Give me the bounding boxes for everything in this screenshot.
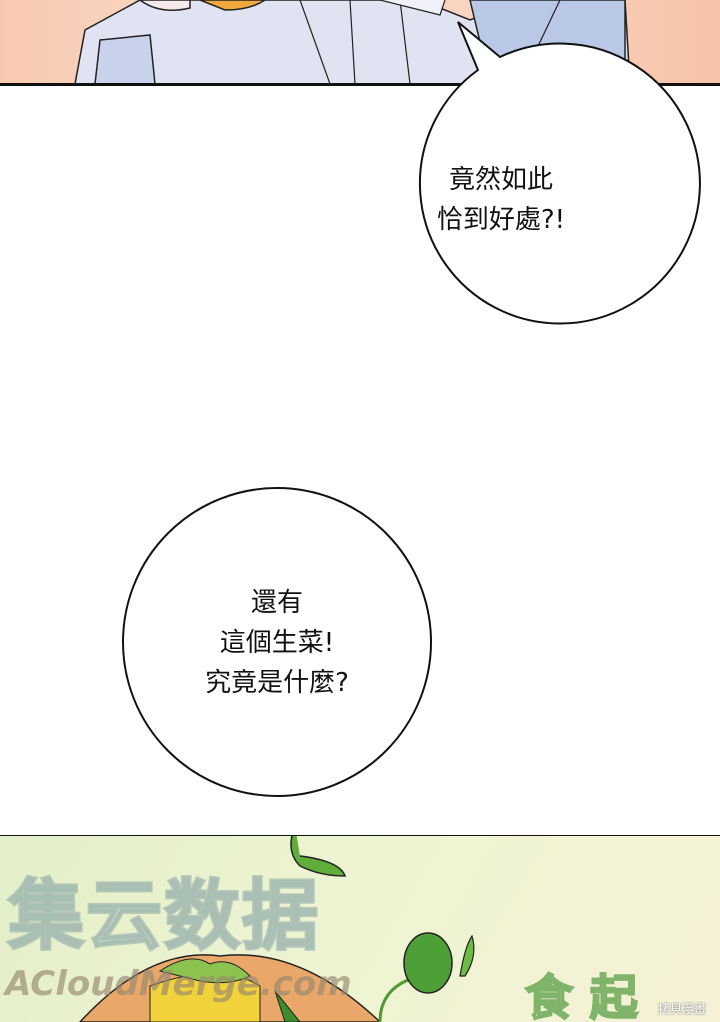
bubble-line: 究竟是什麼?	[205, 668, 349, 698]
sandwich-sprout-art	[78, 836, 475, 1022]
bubble-line: 這個生菜!	[219, 628, 335, 658]
corner-logo: 拷貝漫畫	[658, 1002, 707, 1016]
watermark-cn: 集云数据	[7, 871, 320, 960]
panel-border	[0, 83, 720, 86]
speech-bubbles-art	[122, 21, 701, 797]
watermark-en: ACloudMerge.com	[5, 964, 352, 1004]
sfx-text: 食 起	[524, 970, 639, 1022]
bubble-line: 恰到好處?!	[436, 205, 566, 235]
speech-bubble-2: 還有 這個生菜! 究竟是什麼?	[123, 583, 431, 703]
speech-bubble-1: 竟然如此 恰到好處?!	[361, 160, 641, 240]
bubble-line: 竟然如此	[448, 165, 553, 195]
bottom-comic-panel: 集云数据 ACloudMerge.com 食 起 拷貝漫畫	[0, 836, 720, 1022]
bubble-line: 還有	[250, 588, 303, 618]
